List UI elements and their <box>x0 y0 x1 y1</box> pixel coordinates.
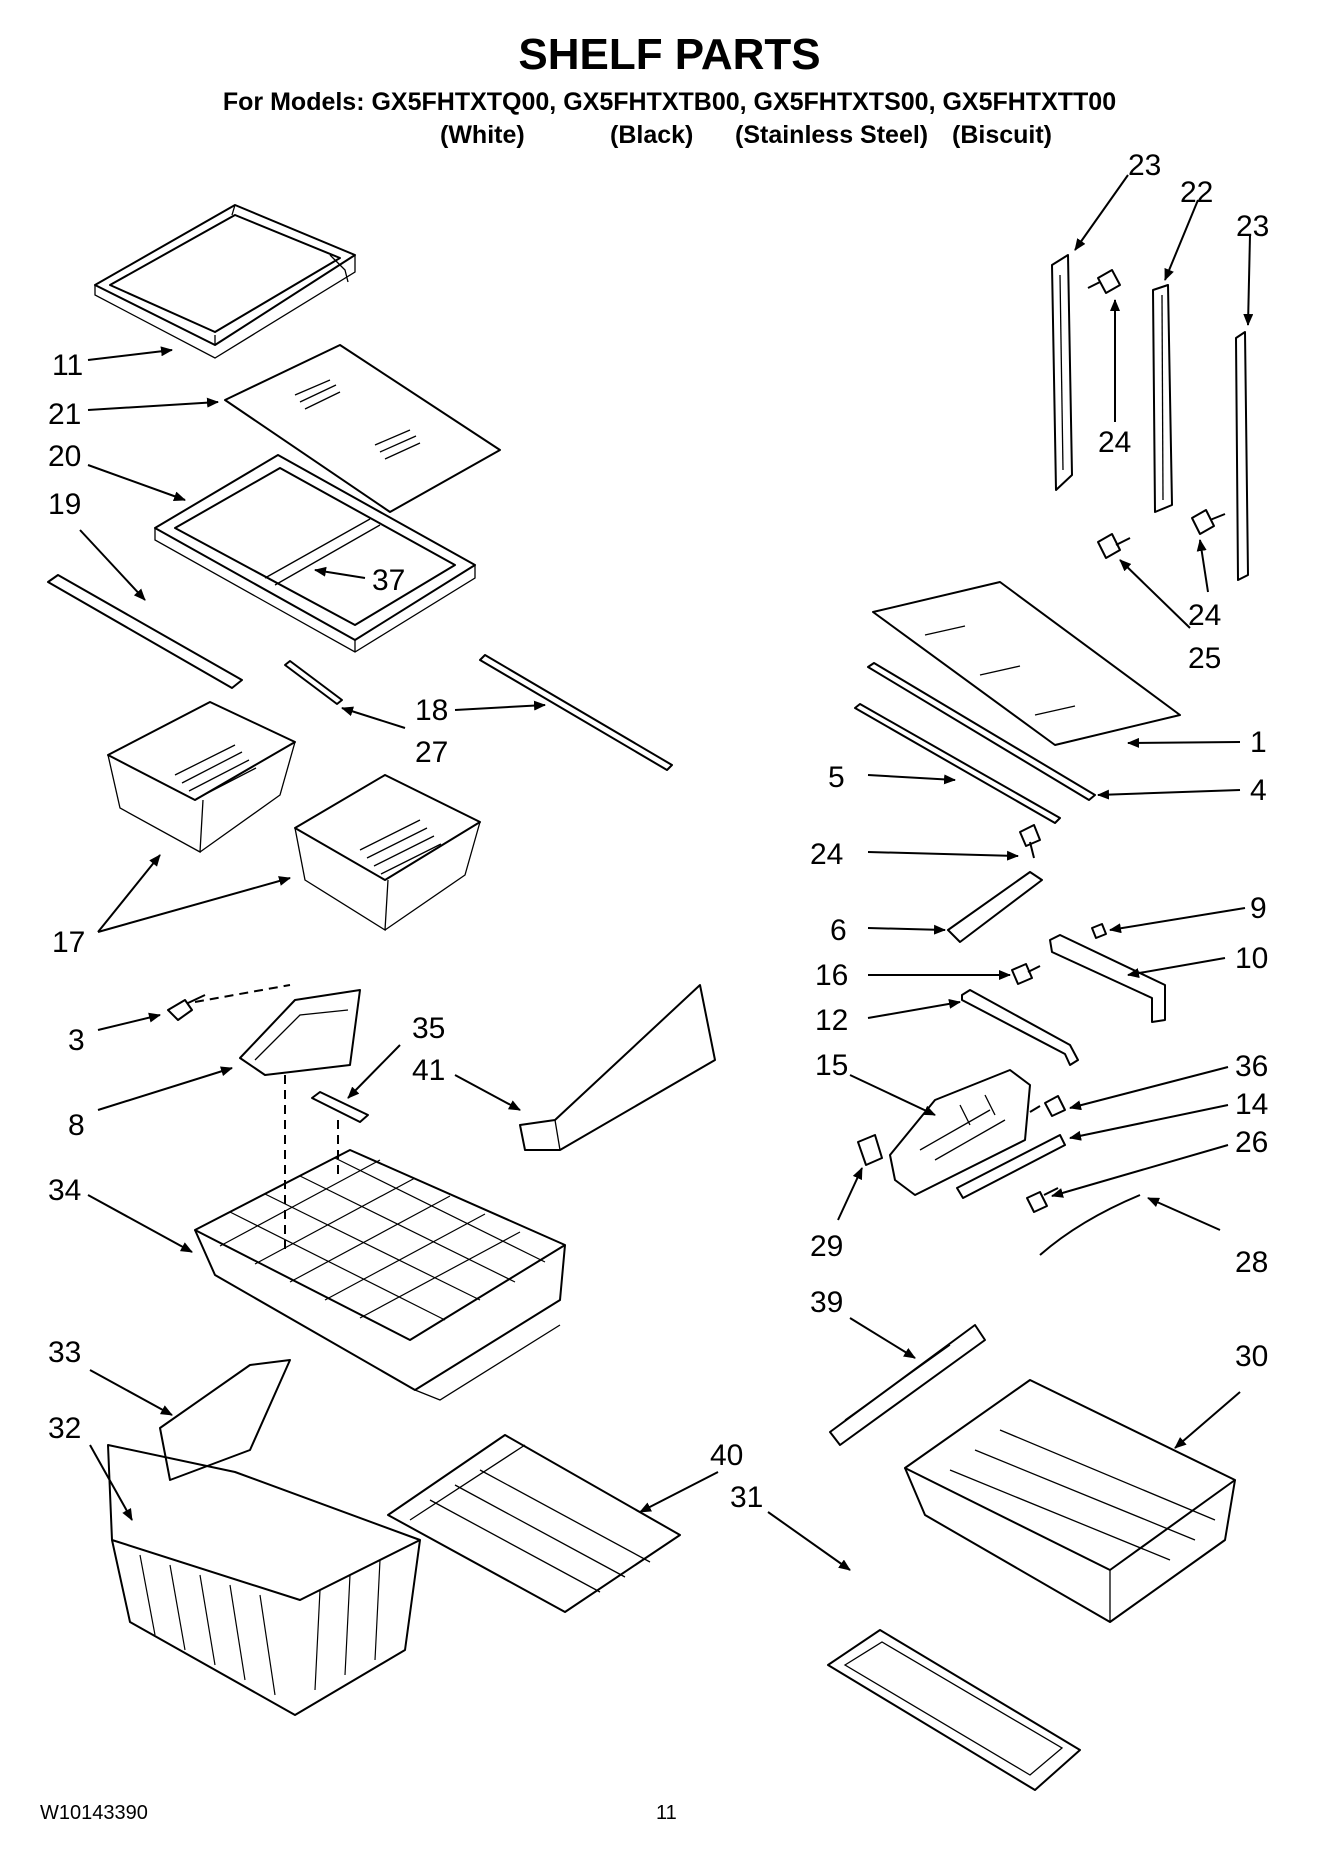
callout-20: 20 <box>48 440 81 473</box>
page-title: SHELF PARTS <box>518 30 821 79</box>
part-6-bracket <box>947 871 1043 943</box>
callout-33: 33 <box>48 1336 81 1369</box>
callout-18: 18 <box>415 694 448 727</box>
callout-10: 10 <box>1235 942 1268 975</box>
part-29-tray <box>904 1379 1236 1623</box>
callout-31: 31 <box>730 1481 763 1514</box>
callout-25: 25 <box>1188 642 1221 675</box>
part-30-clip <box>857 1134 883 1166</box>
callout-34: 34 <box>48 1174 81 1207</box>
part-41-cover <box>519 984 716 1151</box>
callout-37: 37 <box>372 564 405 597</box>
callout-24-top: 24 <box>1098 426 1131 459</box>
callout-4: 4 <box>1250 774 1267 807</box>
part-17-crisper-drawer-left <box>107 701 296 854</box>
variant-biscuit: (Biscuit) <box>952 121 1052 149</box>
part-27-clip <box>284 660 343 705</box>
callout-23-right: 23 <box>1236 210 1269 243</box>
part-39-bar <box>829 1324 986 1446</box>
variant-black: (Black) <box>610 121 694 149</box>
part-1-glass <box>872 581 1181 746</box>
part-9-clip <box>1091 923 1107 939</box>
callout-6: 6 <box>830 914 847 947</box>
part-40-tray <box>387 1434 681 1613</box>
part-23-rail-right <box>1235 331 1249 581</box>
callout-27: 27 <box>415 736 448 769</box>
callout-23-left: 23 <box>1128 149 1161 182</box>
callout-36: 36 <box>1235 1050 1268 1083</box>
part-4-strip <box>867 662 1096 801</box>
callout-29: 30 <box>1235 1340 1268 1373</box>
callout-16: 15 <box>815 1049 848 1082</box>
leader-lines <box>79 174 1254 1571</box>
callout-17: 17 <box>52 926 85 959</box>
callout-15: 16 <box>815 959 848 992</box>
part-36-screw <box>1029 1095 1066 1117</box>
part-16-housing <box>889 1069 1031 1196</box>
part-28-wire <box>1039 1194 1141 1256</box>
part-33-divider <box>159 1359 291 1481</box>
part-19-strip <box>47 574 243 689</box>
part-11-shelf-frame <box>94 204 356 359</box>
callout-8: 8 <box>68 1109 85 1142</box>
part-24-screw-lower <box>1019 824 1041 859</box>
part-24-screw-mid <box>1191 509 1226 535</box>
part-32-basket <box>107 1444 421 1716</box>
part-24-screw-top <box>1087 269 1121 294</box>
callout-1: 1 <box>1250 726 1267 759</box>
callout-41: 41 <box>412 1054 445 1087</box>
part-26-screw <box>1026 1187 1059 1213</box>
callout-12: 12 <box>815 1004 848 1037</box>
callout-39: 39 <box>810 1286 843 1319</box>
callout-24-lower: 24 <box>810 838 843 871</box>
callout-30: 29 <box>810 1230 843 1263</box>
callout-9: 9 <box>1250 892 1267 925</box>
part-22-rail-center <box>1152 284 1173 513</box>
callout-21: 21 <box>48 398 81 431</box>
part-25-screw <box>1097 533 1131 559</box>
callout-40: 40 <box>710 1439 743 1472</box>
callout-28: 28 <box>1235 1246 1268 1279</box>
callout-5: 5 <box>828 761 845 794</box>
callout-14: 14 <box>1235 1088 1268 1121</box>
part-35-rod <box>311 1091 369 1123</box>
callout-26: 26 <box>1235 1126 1268 1159</box>
document-number: W10143390 <box>40 1802 148 1824</box>
part-17-crisper-drawer-right <box>294 774 481 932</box>
part-18-rod <box>479 654 673 771</box>
variant-stainless: (Stainless Steel) <box>735 121 929 149</box>
callout-24-mid: 24 <box>1188 599 1221 632</box>
part-31-handle <box>827 1629 1081 1791</box>
part-34-basket <box>194 1149 566 1401</box>
part-14-bar <box>956 1134 1066 1199</box>
part-3-screw <box>167 994 206 1021</box>
callout-35: 35 <box>412 1012 445 1045</box>
callout-19: 19 <box>48 488 81 521</box>
models-line: For Models: GX5FHTXTQ00, GX5FHTXTB00, GX… <box>222 88 1117 116</box>
part-15-screw <box>1011 963 1041 985</box>
callout-22: 22 <box>1180 176 1213 209</box>
callout-11: 11 <box>52 349 83 382</box>
callout-32: 32 <box>48 1412 81 1445</box>
callout-3: 3 <box>68 1024 85 1057</box>
part-20-crisper-cover-frame <box>154 454 476 653</box>
part-5-strip <box>854 703 1061 824</box>
part-21-glass <box>224 344 501 513</box>
part-10-bracket <box>1049 934 1166 1023</box>
part-12-rod <box>961 989 1079 1066</box>
variant-white: (White) <box>440 121 525 149</box>
page-number: 11 <box>656 1802 677 1824</box>
part-8-bracket <box>239 989 361 1076</box>
part-23-rail-left <box>1051 254 1073 491</box>
